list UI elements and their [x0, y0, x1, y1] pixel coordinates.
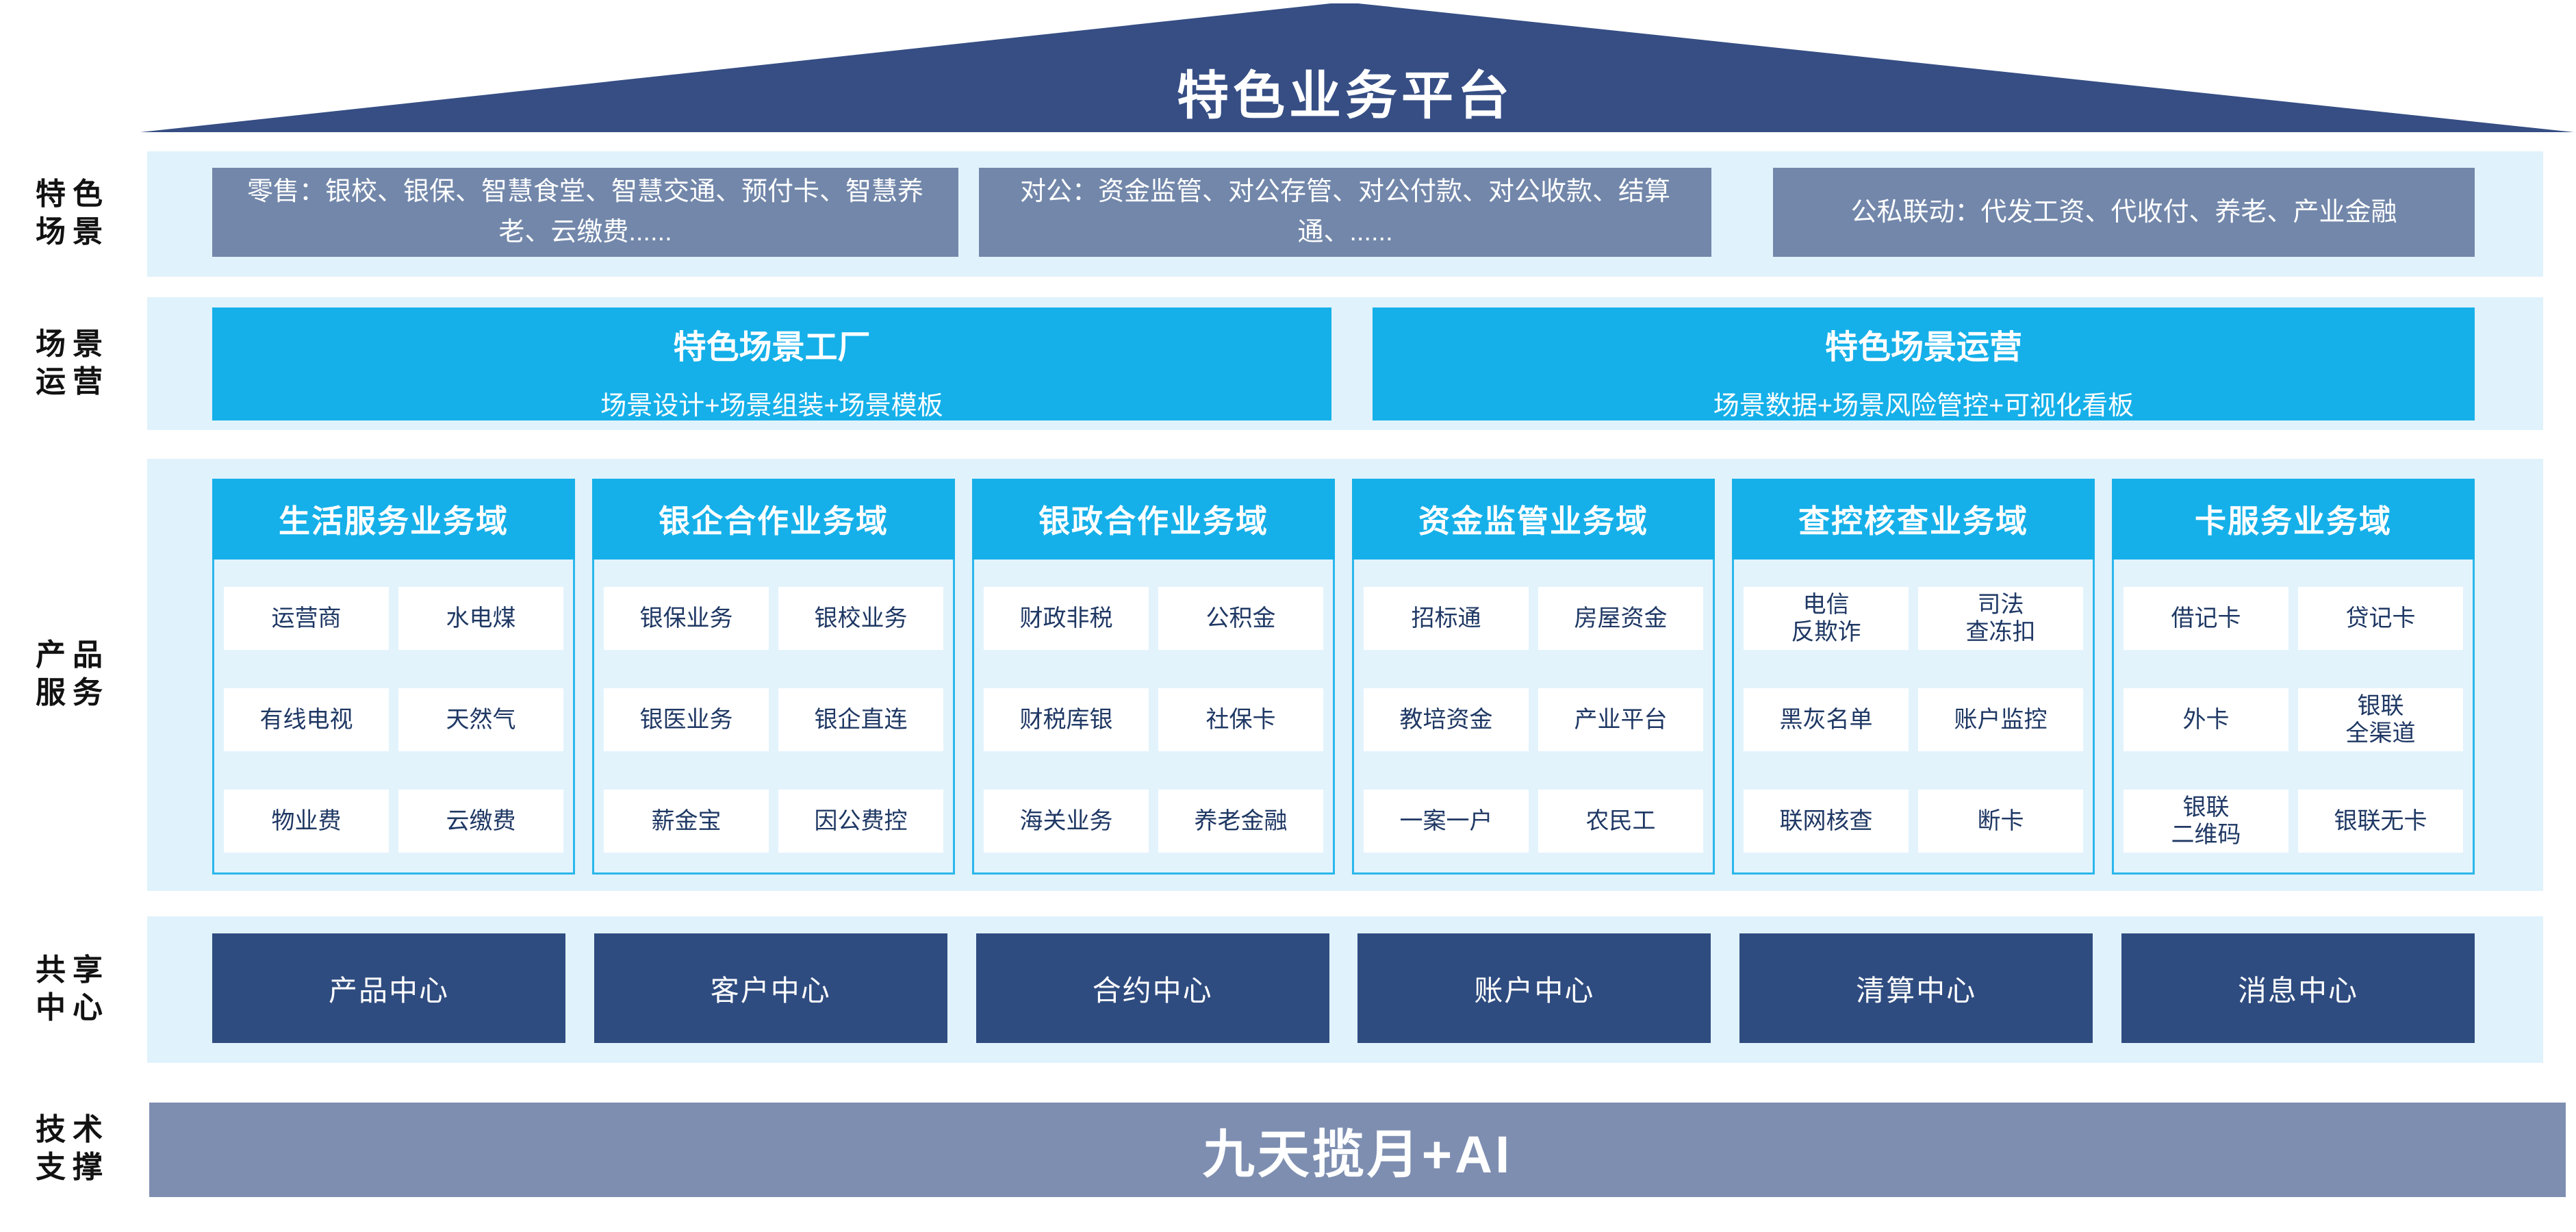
product-cell: 银企直连 [778, 688, 943, 751]
operation-box-scenario-operation: 特色场景运营 场景数据+场景风险管控+可视化看板 [1373, 307, 2475, 420]
product-cell: 一案一户 [1364, 790, 1529, 853]
column-body: 电信 反欺诈 司法 查冻扣 黑灰名单 账户监控 联网核查 断卡 [1732, 560, 2095, 875]
product-cell: 银医业务 [604, 688, 769, 751]
product-cell: 薪金宝 [604, 790, 769, 853]
scenario-box-public-private: 公私联动：代发工资、代收付、养老、产业金融 [1773, 168, 2475, 257]
product-cell: 黑灰名单 [1744, 688, 1909, 751]
product-cell: 农民工 [1538, 790, 1703, 853]
product-column-bank-enterprise: 银企合作业务域 银保业务 银校业务 银医业务 银企直连 薪金宝 因公费控 [592, 479, 955, 875]
product-column-inquiry-control: 查控核查业务域 电信 反欺诈 司法 查冻扣 黑灰名单 账户监控 联网核查 断卡 [1732, 479, 2095, 875]
column-body: 财政非税 公积金 财税库银 社保卡 海关业务 养老金融 [972, 560, 1335, 875]
band-scenario-operations: 特色场景工厂 场景设计+场景组装+场景模板 特色场景运营 场景数据+场景风险管控… [147, 297, 2543, 430]
center-box-message: 消息中心 [2121, 933, 2475, 1043]
product-cell: 财政非税 [984, 587, 1149, 650]
product-cell: 公积金 [1158, 587, 1323, 650]
product-cell: 海关业务 [984, 790, 1149, 853]
product-cell: 招标通 [1364, 587, 1529, 650]
product-column-life-services: 生活服务业务域 运营商 水电煤 有线电视 天然气 物业费 云缴费 [212, 479, 575, 875]
scenario-box-retail: 零售：银校、银保、智慧食堂、智慧交通、预付卡、智慧养老、云缴费...... [212, 168, 958, 257]
product-cell: 有线电视 [224, 688, 389, 751]
column-body: 借记卡 贷记卡 外卡 银联 全渠道 银联 二维码 银联无卡 [2112, 560, 2475, 875]
product-cell: 银联 全渠道 [2298, 688, 2463, 751]
band-shared-centers: 产品中心 客户中心 合约中心 账户中心 清算中心 消息中心 [147, 916, 2543, 1063]
center-box-clearing: 清算中心 [1739, 933, 2093, 1043]
roof-shape [140, 3, 2574, 132]
product-cell: 银校业务 [778, 587, 943, 650]
product-column-bank-government: 银政合作业务域 财政非税 公积金 财税库银 社保卡 海关业务 养老金融 [972, 479, 1335, 875]
product-cell: 外卡 [2124, 688, 2288, 751]
center-box-customer: 客户中心 [594, 933, 947, 1043]
product-cell: 司法 查冻扣 [1918, 587, 2083, 650]
product-cell: 天然气 [398, 688, 563, 751]
column-header: 卡服务业务域 [2112, 479, 2475, 560]
operation-box-title: 特色场景工厂 [673, 329, 871, 366]
column-body: 招标通 房屋资金 教培资金 产业平台 一案一户 农民工 [1352, 560, 1715, 875]
column-header: 查控核查业务域 [1732, 479, 2095, 560]
operation-box-subtitle: 场景设计+场景组装+场景模板 [600, 392, 943, 420]
column-body: 银保业务 银校业务 银医业务 银企直连 薪金宝 因公费控 [592, 560, 955, 875]
product-cell: 云缴费 [398, 790, 563, 853]
product-cell: 联网核查 [1744, 790, 1909, 853]
product-cell: 断卡 [1918, 790, 2083, 853]
product-cell: 账户监控 [1918, 688, 2083, 751]
product-cell: 银保业务 [604, 587, 769, 650]
product-columns: 生活服务业务域 运营商 水电煤 有线电视 天然气 物业费 云缴费 银企合作业务域… [212, 479, 2475, 875]
scenario-box-corporate: 对公：资金监管、对公存管、对公付款、对公收款、结算通、...... [979, 168, 1711, 257]
product-cell: 借记卡 [2124, 587, 2288, 650]
product-cell: 银联 二维码 [2124, 790, 2288, 853]
side-label-shared-centers: 共享 中心 [36, 953, 110, 1025]
product-cell: 养老金融 [1158, 790, 1323, 853]
operation-box-scenario-factory: 特色场景工厂 场景设计+场景组装+场景模板 [212, 307, 1331, 420]
product-cell: 运营商 [224, 587, 389, 650]
band-product-services: 生活服务业务域 运营商 水电煤 有线电视 天然气 物业费 云缴费 银企合作业务域… [147, 459, 2543, 891]
center-box-contract: 合约中心 [975, 933, 1329, 1043]
product-cell: 贷记卡 [2298, 587, 2463, 650]
column-header: 银企合作业务域 [592, 479, 955, 560]
side-label-scenarios: 特色 场景 [36, 177, 110, 249]
column-header: 银政合作业务域 [972, 479, 1335, 560]
product-column-fund-supervision: 资金监管业务域 招标通 房屋资金 教培资金 产业平台 一案一户 农民工 [1352, 479, 1715, 875]
product-cell: 教培资金 [1364, 688, 1529, 751]
product-cell: 电信 反欺诈 [1744, 587, 1909, 650]
tech-support-bar: 九天揽月+AI [149, 1103, 2566, 1197]
product-column-card-services: 卡服务业务域 借记卡 贷记卡 外卡 银联 全渠道 银联 二维码 银联无卡 [2112, 479, 2475, 875]
band-featured-scenarios: 零售：银校、银保、智慧食堂、智慧交通、预付卡、智慧养老、云缴费...... 对公… [147, 151, 2543, 277]
center-box-account: 账户中心 [1357, 933, 1711, 1043]
shared-centers-row: 产品中心 客户中心 合约中心 账户中心 清算中心 消息中心 [212, 933, 2475, 1043]
operation-box-subtitle: 场景数据+场景风险管控+可视化看板 [1713, 392, 2134, 420]
product-cell: 水电煤 [398, 587, 563, 650]
product-cell: 产业平台 [1538, 688, 1703, 751]
column-header: 生活服务业务域 [212, 479, 575, 560]
product-cell: 银联无卡 [2298, 790, 2463, 853]
center-box-product: 产品中心 [212, 933, 565, 1043]
side-label-products: 产品 服务 [36, 638, 110, 710]
side-label-operations: 场景 运营 [36, 327, 110, 399]
column-header: 资金监管业务域 [1352, 479, 1715, 560]
product-cell: 社保卡 [1158, 688, 1323, 751]
side-label-tech-support: 技术 支撑 [36, 1113, 110, 1185]
product-cell: 房屋资金 [1538, 587, 1703, 650]
product-cell: 物业费 [224, 790, 389, 853]
operation-box-title: 特色场景运营 [1824, 329, 2022, 366]
product-cell: 财税库银 [984, 688, 1149, 751]
product-cell: 因公费控 [778, 790, 943, 853]
page-title: 特色业务平台 [1177, 67, 1514, 125]
column-body: 运营商 水电煤 有线电视 天然气 物业费 云缴费 [212, 560, 575, 875]
